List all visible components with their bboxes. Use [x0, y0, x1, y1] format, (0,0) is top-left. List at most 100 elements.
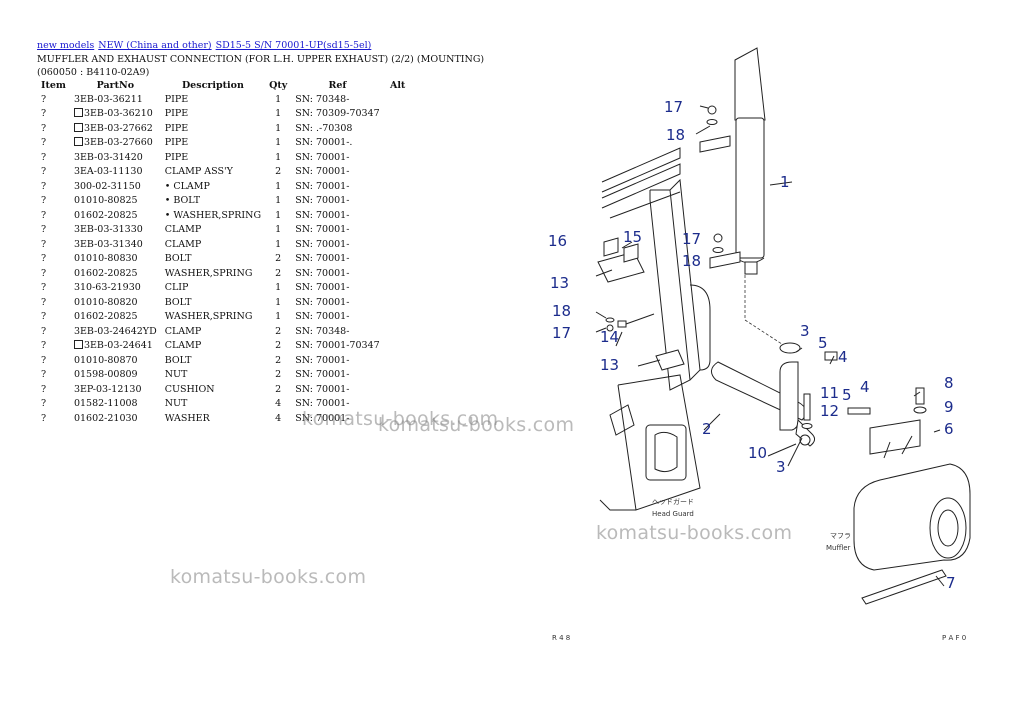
ref-cell: SN: 70001-	[291, 281, 383, 296]
item-cell-text: ?	[41, 209, 47, 221]
ref-cell: SN: 70309-70347	[291, 107, 383, 122]
alt-cell	[384, 150, 412, 165]
qty-cell: 1	[265, 179, 291, 194]
head-guard-label-jp: ヘッドガード	[652, 497, 694, 506]
ref-cell-text: SN: 70001-	[295, 354, 350, 366]
description-cell-text: CLIP	[164, 282, 189, 294]
description-cell: CLAMP	[161, 324, 265, 339]
description-cell-text: CUSHION	[164, 383, 215, 395]
checkbox-icon	[73, 137, 83, 147]
callout: 7	[946, 574, 956, 592]
ref-cell: SN: 70001-	[291, 368, 383, 383]
item-cell: ?	[37, 150, 70, 165]
item-cell: ?	[37, 107, 70, 122]
item-cell: ?	[37, 382, 70, 397]
head-guard-frame	[599, 147, 711, 511]
partno-cell-text: 01598-00809	[73, 369, 138, 381]
watermark: komatsu-books.com	[378, 414, 575, 436]
checkbox-icon	[73, 122, 83, 132]
partno-cell-text: 3EB-03-24642YD	[73, 325, 157, 337]
ref-cell-text: SN: 70001-	[295, 195, 350, 207]
item-cell: ?	[37, 208, 70, 223]
qty-cell: 1	[265, 295, 291, 310]
qty-cell-text: 2	[275, 354, 282, 366]
item-cell-text: ?	[41, 282, 47, 294]
ref-cell: SN: 70001-	[291, 223, 383, 238]
muffler-assembly	[853, 419, 971, 605]
partno-cell-text: 310-63-21930	[73, 282, 141, 294]
ref-cell-text: SN: 70001-	[295, 180, 350, 192]
alt-cell	[384, 266, 412, 281]
qty-cell-text: 4	[275, 412, 282, 424]
partno-cell-text: 3EB-03-27662	[83, 122, 153, 134]
ref-cell: SN: 70001-70347	[291, 339, 383, 354]
qty-cell-text: 1	[275, 209, 282, 221]
item-cell-text: ?	[41, 166, 47, 178]
ref-cell-text: SN: 70001-	[295, 224, 350, 236]
description-cell: NUT	[161, 397, 265, 412]
callout: 16	[548, 232, 567, 250]
ref-cell-text: SN: 70001-70347	[295, 340, 380, 352]
alt-cell	[384, 194, 412, 209]
callout: 4	[838, 348, 848, 366]
description-cell-text: CLAMP	[164, 325, 202, 337]
partno-cell-text: 3EB-03-31420	[73, 151, 143, 163]
description-cell-text: NUT	[164, 398, 188, 410]
ref-cell-text: SN: 70001-	[295, 282, 350, 294]
alt-cell	[384, 281, 412, 296]
ref-cell-text: SN: 70348-	[295, 325, 350, 337]
ref-cell: SN: 70001-	[291, 411, 383, 426]
partno-cell-text: 01010-80825	[73, 195, 138, 207]
partno-cell-text: 3EB-03-31340	[73, 238, 143, 250]
callout: 17	[682, 230, 701, 248]
item-cell: ?	[37, 252, 70, 267]
description-cell: BOLT	[161, 252, 265, 267]
callout: 11	[820, 384, 839, 402]
qty-cell: 2	[265, 252, 291, 267]
partno-cell: 3EB-03-36210	[70, 107, 161, 122]
qty-cell: 2	[265, 165, 291, 180]
qty-cell-text: 1	[275, 311, 282, 323]
partno-cell: 3EB-03-24641	[70, 339, 161, 354]
alt-cell	[384, 237, 412, 252]
qty-cell: 1	[265, 223, 291, 238]
description-cell: CLAMP	[161, 223, 265, 238]
partno-cell: 3EB-03-31340	[70, 237, 161, 252]
callout: 17	[552, 324, 571, 342]
ref-cell-text: SN: 70001-	[295, 253, 350, 265]
watermark: komatsu-books.com	[596, 522, 793, 544]
item-cell: ?	[37, 411, 70, 426]
partno-cell-text: 01010-80870	[73, 354, 138, 366]
watermark: komatsu-books.com	[302, 408, 499, 430]
callout: 5	[818, 334, 828, 352]
breadcrumb-link-new-models[interactable]: new models	[37, 40, 95, 51]
qty-cell: 1	[265, 208, 291, 223]
head-guard-label-en: Head Guard	[652, 510, 694, 518]
item-cell: ?	[37, 353, 70, 368]
leader-lines	[595, 105, 945, 587]
partno-cell: 01010-80830	[70, 252, 161, 267]
alt-cell	[384, 295, 412, 310]
description-cell: PIPE	[161, 150, 265, 165]
ref-cell-text: SN: 70001-.	[295, 137, 353, 149]
partno-cell: 01010-80820	[70, 295, 161, 310]
description-cell-text: CLAMP	[164, 238, 202, 250]
qty-cell: 1	[265, 121, 291, 136]
item-cell: ?	[37, 121, 70, 136]
item-cell: ?	[37, 310, 70, 325]
page-title: MUFFLER AND EXHAUST CONNECTION (FOR L.H.…	[37, 54, 485, 78]
partno-cell-text: 3EB-03-31330	[73, 224, 143, 236]
watermark: komatsu-books.com	[170, 566, 367, 588]
partno-cell: 01582-11008	[70, 397, 161, 412]
breadcrumb-link-model[interactable]: SD15-5 S/N 70001-UP(sd15-5el)	[215, 40, 372, 51]
item-cell-text: ?	[41, 296, 47, 308]
description-cell: BOLT	[161, 295, 265, 310]
partno-cell-text: 01602-20825	[73, 267, 138, 279]
alt-cell	[384, 165, 412, 180]
breadcrumb-link-new-china[interactable]: NEW (China and other)	[98, 40, 212, 51]
qty-cell: 1	[265, 150, 291, 165]
